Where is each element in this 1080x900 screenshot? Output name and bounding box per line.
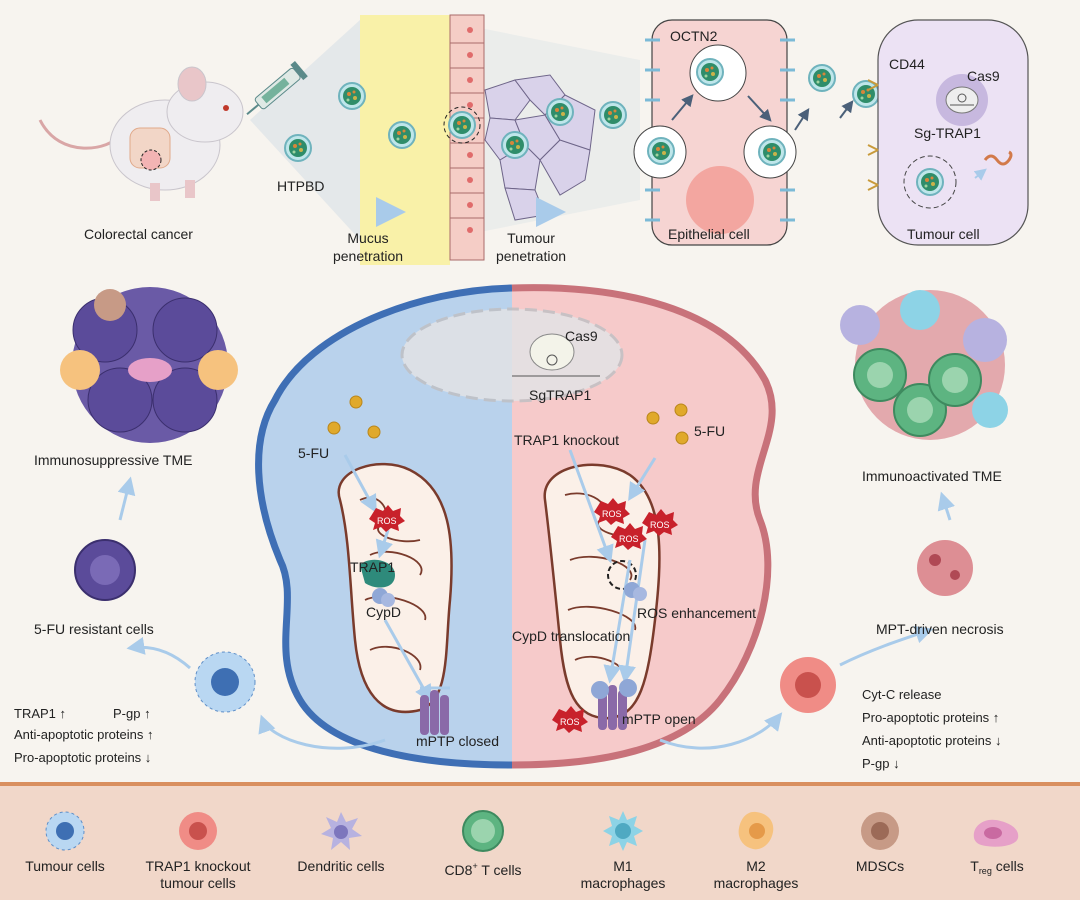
right-list-item: P-gp ↓: [862, 756, 900, 771]
epithelial-cell-label: Epithelial cell: [668, 226, 750, 242]
mdsc-legend-icon: [861, 812, 899, 850]
immunosuppressive-tme-label: Immunosuppressive TME: [34, 452, 193, 468]
mptp-closed-label: mPTP closed: [416, 733, 499, 749]
tumour-cell-top: [867, 19, 1029, 246]
immunoactivated-tme-label: Immunoactivated TME: [862, 468, 1002, 484]
tumour-cell-label: Tumour cell: [907, 226, 980, 242]
central-cell: [255, 284, 776, 769]
necrotic-cell: [917, 540, 973, 596]
cas9-label: Cas9: [967, 68, 1000, 84]
resistant-cells-label: 5-FU resistant cells: [34, 621, 154, 637]
cd44-label: CD44: [889, 56, 925, 72]
ros-label: ROS: [619, 534, 639, 544]
mouse-illustration: [38, 66, 244, 201]
immunosuppressive-tme-cluster: [60, 287, 238, 443]
ros-label: ROS: [602, 509, 622, 519]
trap1-label: TRAP1: [350, 559, 396, 575]
sgtrap1-center-label: SgTRAP1: [529, 387, 592, 403]
tumour-cell-legend-icon: [45, 811, 85, 851]
dendritic-cell-legend-icon: [321, 812, 362, 850]
sg-trap1-label: Sg-TRAP1: [914, 125, 981, 141]
syringe-icon: [246, 60, 308, 116]
mucus-label-2: penetration: [332, 248, 404, 264]
legend-label: CD8+ T cells: [444, 861, 522, 878]
left-list-item: Anti-apoptotic proteins ↑: [14, 727, 154, 742]
octn2-label: OCTN2: [670, 28, 718, 44]
ros-label: ROS: [560, 717, 580, 727]
cas9-center-label: Cas9: [565, 328, 598, 344]
left-list-item: TRAP1 ↑: [14, 706, 67, 721]
5fu-left-label: 5-FU: [298, 445, 330, 461]
tumour-penetration-label-1: Tumour: [507, 230, 555, 246]
5fu-right-label: 5-FU: [694, 423, 726, 439]
trap1-knockout-cell-right: [780, 657, 836, 713]
left-list-item: Pro-apoptotic proteins ↓: [14, 750, 152, 765]
tumour-cell-left: [194, 651, 256, 713]
ros-enhancement-label: ROS enhancement: [637, 605, 757, 621]
cypd-left-label: CypD: [366, 604, 402, 620]
trap1-knockout-label: TRAP1 knockout: [514, 432, 620, 448]
legend-label: Dendritic cells: [297, 858, 385, 874]
m2-macrophage-legend-icon: [738, 811, 774, 850]
right-list-item: Cyt-C release: [862, 687, 942, 702]
legend-label: Treg cells: [970, 858, 1024, 876]
legend-label: MDSCs: [855, 858, 905, 874]
right-list-item: Anti-apoptotic proteins ↓: [862, 733, 1002, 748]
epithelial-cell: [633, 19, 810, 246]
cypd-translocation-label: CypD translocation: [512, 628, 631, 644]
ros-label: ROS: [650, 520, 670, 530]
mouse-label: Colorectal cancer: [84, 226, 193, 242]
mptp-open-label: mPTP open: [622, 711, 696, 727]
immunoactivated-tme-cluster: [840, 290, 1008, 440]
cd8-t-cell-legend-icon: [462, 810, 504, 852]
legend-label: Tumour cells: [25, 858, 105, 874]
m1-macrophage-legend-icon: [603, 811, 643, 851]
treg-cell-legend-icon: [973, 819, 1019, 847]
right-list-item: Pro-apoptotic proteins ↑: [862, 710, 1000, 725]
tumour-penetration-label-2: penetration: [495, 248, 567, 264]
htpbd-label: HTPBD: [277, 178, 325, 194]
necrosis-label: MPT-driven necrosis: [876, 621, 1004, 637]
mucus-label-1: Mucus: [347, 230, 389, 246]
ros-label: ROS: [377, 516, 397, 526]
trap1-knockout-legend-icon: [179, 812, 217, 850]
left-list-item: P-gp ↑: [113, 706, 151, 721]
resistant-cell: [74, 539, 136, 601]
